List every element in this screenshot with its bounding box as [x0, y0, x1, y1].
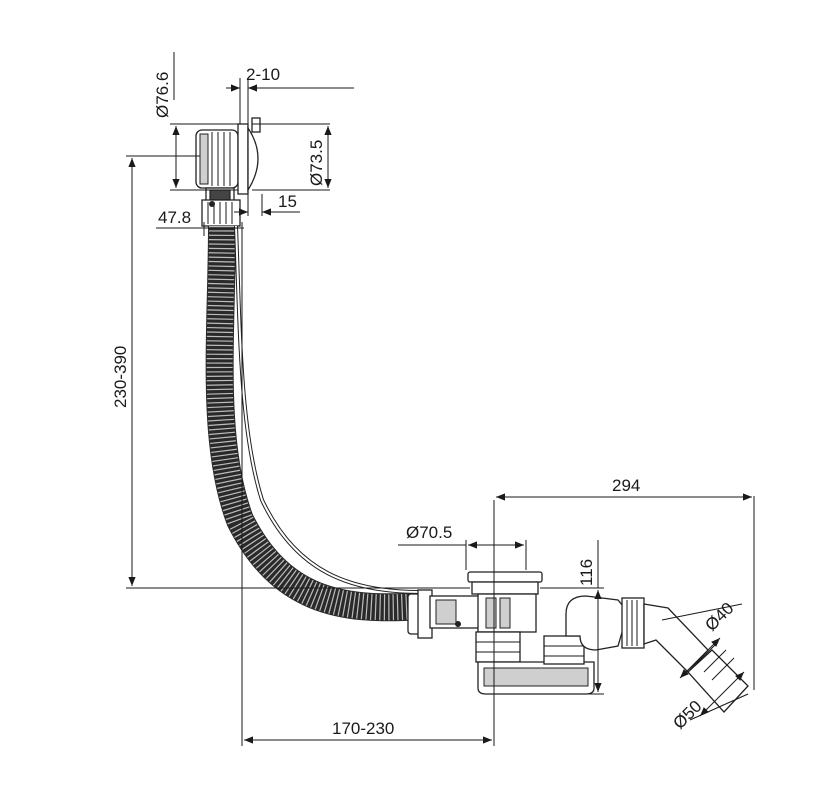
dimension-lines [126, 52, 755, 746]
dim-vertical-span: 230-390 [111, 346, 130, 408]
dim-cap-depth: 15 [278, 192, 297, 211]
dim-trap-height: 116 [577, 559, 596, 586]
drain-trap [407, 571, 749, 713]
dim-overflow-cap-diameter: Ø73.5 [307, 140, 326, 186]
dim-horizontal-span: 170-230 [332, 719, 394, 738]
overflow-head [195, 117, 261, 227]
dim-outlet-40: Ø40 [701, 599, 737, 635]
dim-overflow-depth: 47.8 [158, 208, 191, 227]
dim-drain-diameter: Ø70.5 [406, 523, 452, 542]
dim-outlet-50: Ø50 [669, 697, 705, 733]
dim-flange-thickness: 2-10 [246, 65, 280, 84]
dim-overflow-diameter: Ø76.6 [153, 72, 172, 118]
flexible-hose [205, 225, 422, 622]
dim-total-width: 294 [612, 476, 640, 495]
